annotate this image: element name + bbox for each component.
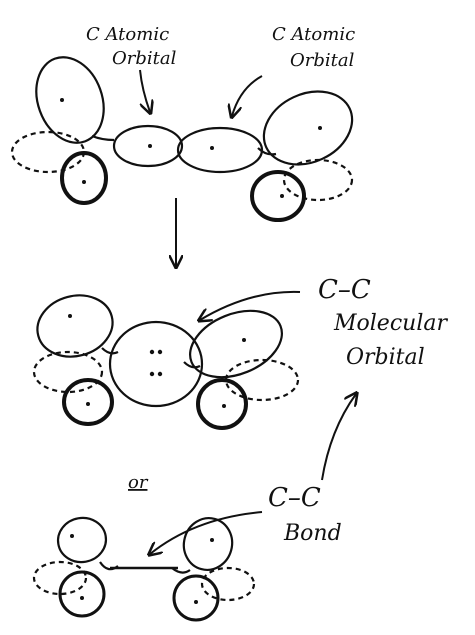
label-c-atomic-orbital-right: C Atomic Orbital <box>272 24 355 71</box>
label-or: or <box>128 472 149 493</box>
label-cc-molecular-orbital: C–C Molecular Orbital <box>318 275 448 370</box>
arrow-to-right-sp3 <box>232 76 262 116</box>
middle-right-lower-lobe <box>198 380 246 428</box>
top-dots <box>60 98 322 198</box>
svg-text:Orbital: Orbital <box>346 345 425 370</box>
top-right-upper-lobe <box>252 78 364 179</box>
bottom-left-lower-lobe <box>60 572 104 616</box>
bottom-right-dashed-lobe <box>202 568 254 600</box>
bottom-left-upper-lobe <box>55 514 110 566</box>
svg-text:C Atomic: C Atomic <box>272 24 355 45</box>
middle-molecule <box>31 287 298 428</box>
svg-text:Bond: Bond <box>283 521 342 546</box>
top-right-sp3-lobe <box>178 128 262 172</box>
bottom-right-lower-lobe <box>174 576 218 620</box>
arrow-to-left-sp3 <box>140 70 150 112</box>
bottom-left-junction <box>100 562 118 569</box>
top-right-carbon <box>178 78 364 220</box>
top-left-lower-lobe <box>62 153 106 203</box>
svg-text:C–C: C–C <box>318 275 371 305</box>
label-cc-bond: C–C Bond <box>268 483 342 546</box>
svg-text:Orbital: Orbital <box>112 48 177 69</box>
top-left-junction <box>92 136 114 140</box>
middle-right-dashed-lobe <box>226 360 298 400</box>
top-right-dashed-lobe <box>284 160 352 200</box>
middle-left-junction <box>102 348 118 353</box>
top-left-dashed-lobe <box>12 132 84 172</box>
top-left-carbon <box>12 48 182 203</box>
arrow-to-molecular-orbital <box>200 292 300 320</box>
svg-text:Orbital: Orbital <box>290 50 355 71</box>
bottom-right-junction <box>172 568 190 573</box>
label-c-atomic-orbital-left: C Atomic Orbital <box>86 24 177 69</box>
middle-left-dashed-lobe <box>34 352 102 392</box>
arrow-bond-to-orbital <box>322 394 356 480</box>
svg-text:C Atomic: C Atomic <box>86 24 169 45</box>
svg-text:C–C: C–C <box>268 483 321 513</box>
bottom-molecule <box>34 513 254 620</box>
svg-text:Molecular: Molecular <box>333 311 448 336</box>
middle-sigma-orbital <box>110 322 202 406</box>
